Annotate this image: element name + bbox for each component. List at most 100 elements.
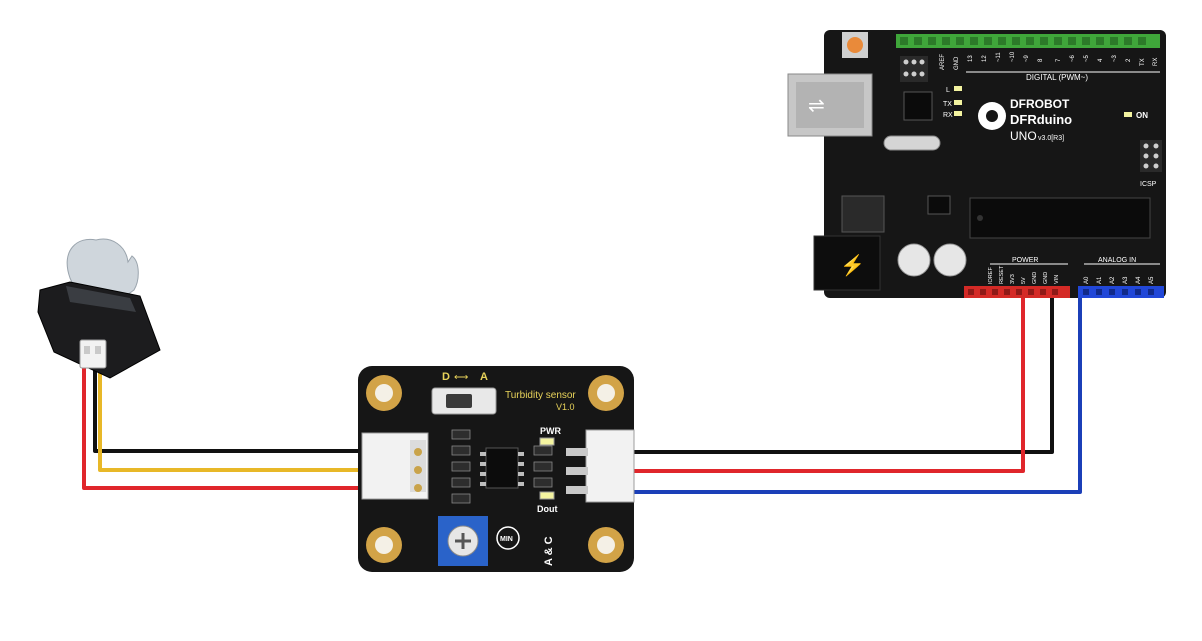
power-pin-label: 3V3 [1010,274,1016,284]
small-chip [927,195,951,215]
atmega-chip [969,197,1151,239]
reset-button-cap [847,37,863,53]
led-tx [954,100,962,105]
usb-chip [903,91,933,121]
jst-pin [414,448,422,456]
analog-pin-label: A3 [1123,276,1129,284]
analog-pin-label: A1 [1097,276,1103,284]
digital-pin-label: 2 [1126,58,1132,62]
tx-pin-label: TX [1140,58,1146,66]
dout-label: Dout [537,504,558,514]
power-pin-label: 5V [1021,277,1027,284]
wire-probe-vcc [82,368,360,490]
capacitor [897,243,931,277]
wire-board-signal [632,292,1082,494]
digital-header [896,34,1160,48]
power-label: POWER [1012,257,1038,264]
icsp-label: ICSP [1140,181,1157,188]
digital-pin-label: ~9 [1024,54,1030,62]
probe-connector-pin [84,346,90,354]
probe-connector [79,339,107,369]
digital-pin-label: 12 [982,55,988,62]
power-pin-label: RESET [999,265,1005,284]
version-name: UNO [1010,129,1037,143]
pwr-led [539,437,555,446]
power-pin-label: GND [1032,272,1038,284]
switch-label-a: A [480,371,488,383]
switch-arrow: ⟷ [454,372,468,383]
sensor-version: V1.0 [556,402,575,412]
usb-icon: ⇌ [808,95,825,117]
analog-header [1078,286,1164,298]
smd-resistors-left [451,429,471,504]
smd-resistors-right [533,445,553,488]
led-rx-label: RX [943,112,953,119]
jst-body [585,429,635,503]
digital-pin-label: ~11 [996,52,1002,62]
mode-switch-knob [446,394,472,408]
output-connector [566,429,635,503]
op-amp-ic [480,447,524,489]
switch-label-d: D [442,371,450,383]
digital-pin-label: 7 [1056,58,1062,62]
wire-probe-signal [98,368,360,472]
wire-board-vcc [632,292,1025,473]
probe-connector-pin [95,346,101,354]
jst-pin [566,448,588,456]
led-rx [954,111,962,116]
digital-pin-label: ~6 [1070,54,1076,62]
digital-label: DIGITAL (PWM~) [1026,73,1088,82]
digital-pin-label: ~3 [1112,54,1118,62]
mounting-holes [366,375,624,563]
chip-notch [977,215,983,221]
wire-board-gnd [632,292,1054,454]
brand-name: DFROBOT [1010,97,1070,111]
led-l [954,86,962,91]
hole-inner [597,536,615,554]
sensor-title: Turbidity sensor [505,390,576,401]
analog-pin-label: A5 [1149,276,1155,284]
version-sub: v3.0[R3] [1038,135,1064,142]
turbidity-sensor-board: D ⟷ A Turbidity sensor V1.0 [358,366,635,572]
analog-pin-label: A4 [1136,276,1142,284]
voltage-regulator [841,195,885,233]
gnd-label-top: GND [954,56,960,70]
aref-label: AREF [940,54,946,70]
wire-probe-gnd [93,368,360,453]
analog-pin-label: A0 [1084,276,1090,284]
on-led [1124,112,1132,117]
dfrobot-gear-icon [978,102,1006,130]
rx-pin-label: RX [1153,58,1159,66]
jst-pin [566,467,588,475]
power-header [964,286,1070,298]
hole-inner [597,384,615,402]
digital-pin-label: 8 [1038,58,1044,62]
dc-power-jack [813,235,881,291]
turbidity-probe [37,238,161,379]
min-marker [496,526,520,550]
model-name: DFRduino [1010,112,1072,127]
power-jack-icon: ⚡ [840,253,865,277]
jst-pin [566,486,588,494]
capacitor [933,243,967,277]
digital-pin-label: 4 [1098,58,1104,62]
min-label: MIN [500,536,513,543]
led-tx-label: TX [943,101,952,108]
crystal [883,135,941,151]
digital-pin-label: ~10 [1010,51,1016,62]
power-pin-label: IOREF [988,267,994,284]
digital-pin-label: 13 [968,55,974,62]
trimmer-potentiometer[interactable] [438,516,488,566]
jst-pin [414,466,422,474]
on-label: ON [1136,111,1148,120]
power-pin-label: VIN [1054,275,1060,284]
pwr-label: PWR [540,426,561,436]
arduino-board: ⇌ ⚡ AREF GND 13 12 ~11 ~10 [787,30,1166,298]
analog-label: ANALOG IN [1098,257,1136,264]
digital-pin-label: ~5 [1084,54,1090,62]
analog-pin-label: A2 [1110,276,1116,284]
power-pin-label: GND [1043,272,1049,284]
usb-port-inner [796,82,864,128]
